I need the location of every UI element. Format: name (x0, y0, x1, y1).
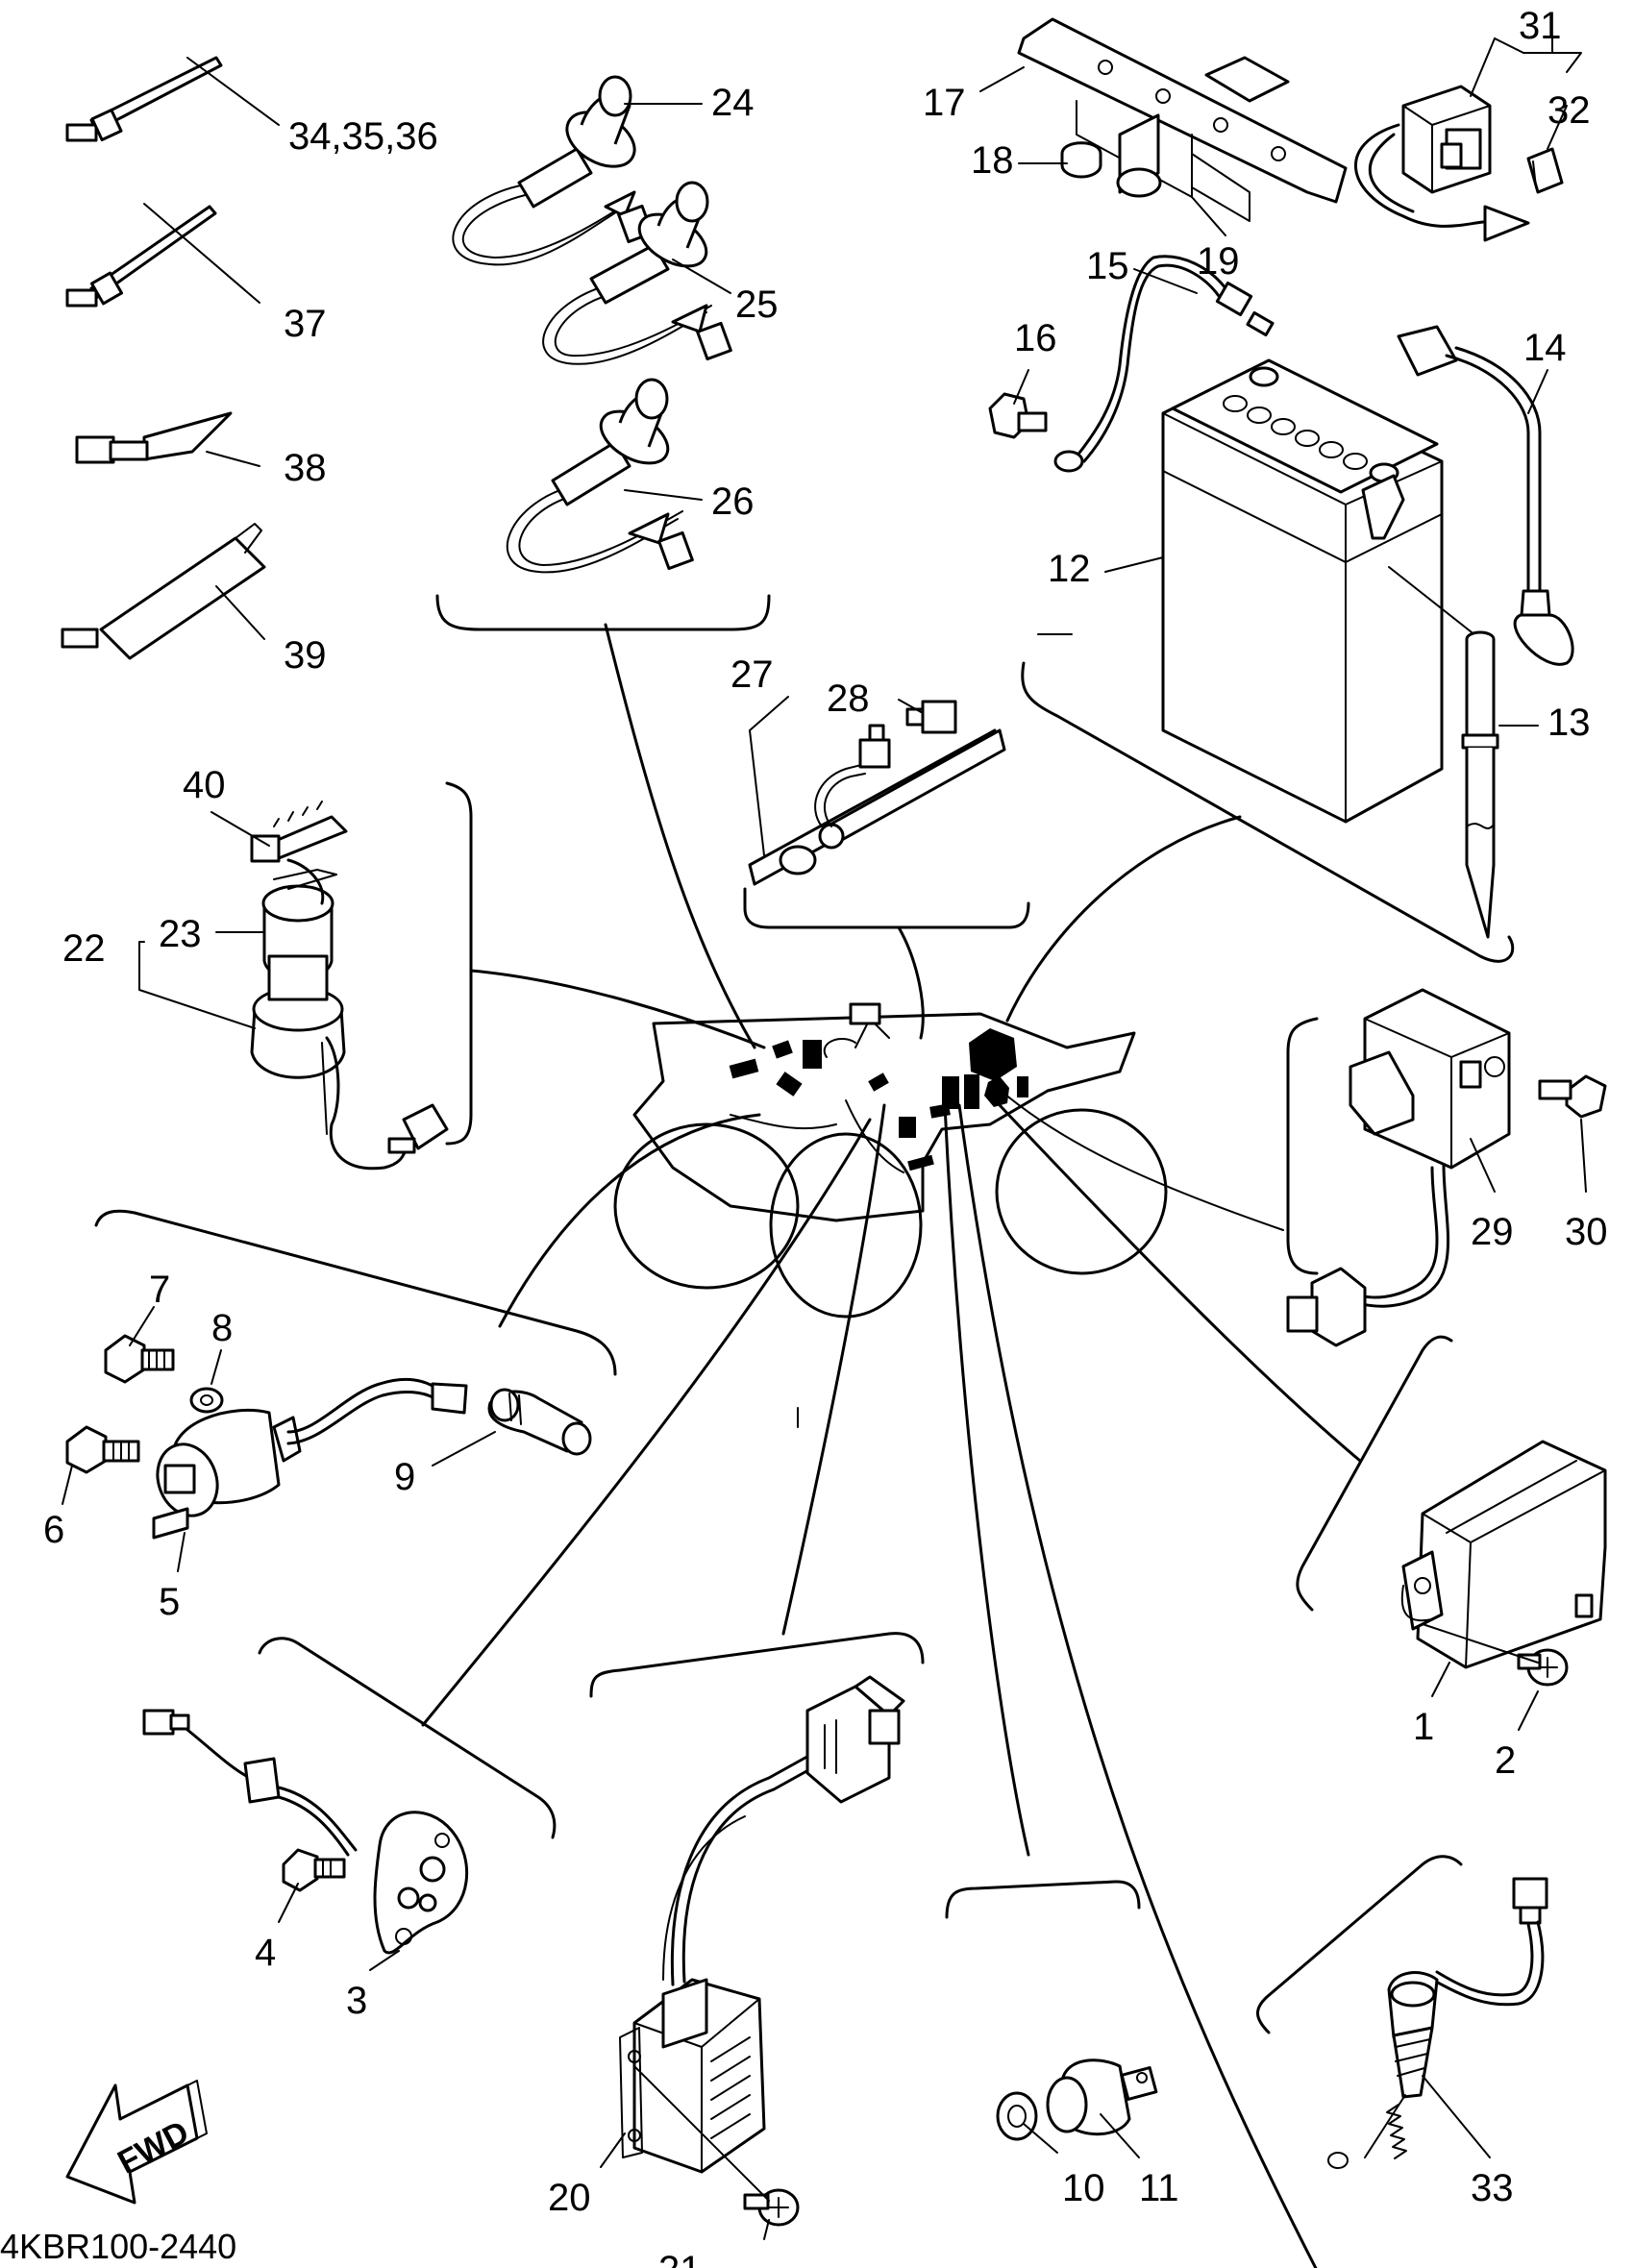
callout-31: 31 (1519, 5, 1562, 47)
battery-lead-15 (1053, 255, 1275, 473)
callout-29: 29 (1471, 1211, 1514, 1253)
callout-10: 10 (1062, 2167, 1105, 2209)
bolt-7 (104, 1334, 175, 1384)
battery-bracket-17 (1017, 17, 1348, 222)
callout-33: 33 (1471, 2167, 1514, 2209)
leader-lines (421, 623, 1362, 2268)
callout-40: 40 (183, 764, 226, 806)
cdi-unit-1 (1400, 1440, 1607, 1669)
callout-6: 6 (43, 1509, 64, 1551)
fuse-32 (1526, 147, 1564, 194)
callout-18: 18 (971, 139, 1014, 182)
ignition-coil-5 (152, 1378, 468, 1540)
callout-28: 28 (827, 678, 870, 720)
neutral-switch-11 (1046, 2058, 1158, 2136)
diagram-code: 4KBR100-2440 (0, 2227, 236, 2266)
battery-lead-14 (1397, 325, 1574, 666)
cable-tie-37 (65, 205, 217, 308)
callout-9: 9 (394, 1456, 415, 1498)
callout-20: 20 (548, 2177, 591, 2219)
callout-8: 8 (211, 1307, 233, 1349)
clamp-38 (75, 411, 233, 464)
callout-2: 2 (1495, 1739, 1516, 1782)
callout-34-36: 34,35,36 (288, 115, 438, 158)
bolt-6 (65, 1425, 140, 1474)
callout-7: 7 (149, 1269, 170, 1311)
callout-17: 17 (923, 82, 966, 124)
sensor-3 (142, 1709, 469, 1955)
plug-lead-25 (542, 181, 732, 365)
plug-lead-24 (452, 75, 654, 266)
component-29 (1286, 988, 1511, 1347)
callout-23: 23 (159, 913, 202, 955)
callout-39: 39 (284, 634, 327, 677)
rubber-damper-18 (1060, 141, 1102, 179)
callout-25: 25 (735, 284, 779, 326)
atv-outline (613, 1002, 1168, 1319)
plug-cap-9 (487, 1388, 592, 1456)
washer-10 (996, 2091, 1038, 2141)
connector-28 (905, 700, 957, 734)
speed-sensor-33 (1327, 1877, 1548, 2169)
callout-26: 26 (711, 481, 755, 523)
rectifier-regulator-20 (619, 1675, 905, 2174)
bolt-16 (988, 392, 1048, 439)
key-40 (250, 801, 348, 905)
group-brackets (94, 594, 1515, 2034)
callout-24: 24 (711, 82, 755, 124)
callout-38: 38 (284, 447, 327, 489)
callout-12: 12 (1048, 548, 1091, 590)
callout-1: 1 (1413, 1706, 1434, 1748)
callout-19: 19 (1197, 240, 1240, 283)
callout-labels: 34,35,36 37 38 39 24 25 26 17 18 19 31 3… (43, 5, 1608, 2268)
fwd-arrow-icon: FWD (65, 2080, 208, 2205)
callout-32: 32 (1547, 89, 1591, 132)
callout-4: 4 (255, 1932, 276, 1974)
callout-37: 37 (284, 303, 327, 345)
sub-harness-27 (748, 724, 1006, 886)
starter-relay-31 (1354, 85, 1530, 242)
callout-13: 13 (1547, 702, 1591, 744)
callout-leaders (62, 37, 1587, 2240)
screw-21 (743, 2188, 800, 2227)
band-39 (61, 523, 266, 660)
callout-15: 15 (1086, 245, 1129, 287)
breather-hose-13 (1388, 566, 1499, 939)
washer-8 (189, 1387, 224, 1414)
screw-2 (1517, 1648, 1569, 1687)
callout-27: 27 (730, 653, 774, 696)
callout-11: 11 (1139, 2167, 1179, 2209)
callout-30: 30 (1565, 1211, 1608, 1253)
bolt-30 (1538, 1074, 1607, 1119)
callout-22: 22 (62, 927, 106, 970)
callout-16: 16 (1014, 317, 1057, 359)
battery-12 (1161, 358, 1444, 824)
main-switch-22 (250, 869, 449, 1171)
plug-lead-26 (507, 378, 694, 574)
bolt-4 (282, 1848, 346, 1892)
callout-14: 14 (1523, 327, 1567, 369)
cable-tie-34-36 (65, 56, 223, 142)
callout-5: 5 (159, 1581, 180, 1623)
callout-21: 21 (658, 2249, 702, 2268)
callout-3: 3 (346, 1980, 367, 2022)
